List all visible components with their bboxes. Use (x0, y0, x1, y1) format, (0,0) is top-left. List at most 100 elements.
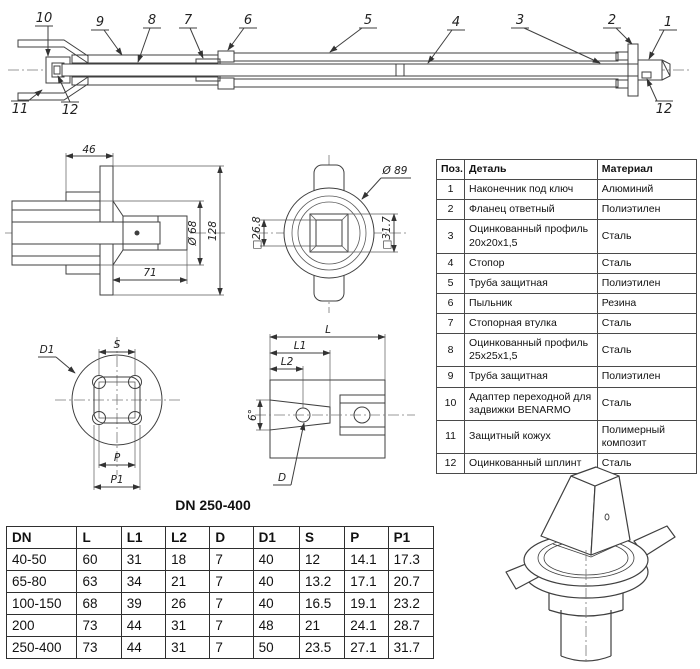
cap-dimensions: Ø 89 □26.8 □31.7 (251, 165, 411, 253)
part-material: Алюминий (596, 179, 698, 201)
dims-cell: 24.1 (344, 614, 389, 637)
part-material: Полиэтилен (596, 366, 698, 388)
dims-cell: 21 (298, 614, 346, 637)
callout-1: 1 (664, 15, 672, 30)
telescopic-rod-drawing (61, 50, 641, 90)
part-detail: Пыльник (464, 292, 598, 315)
section-dimensions: L L1 L2 6° D (247, 324, 386, 486)
dim-l2: L2 (281, 356, 294, 368)
dims-header-d1: D1 (252, 526, 300, 549)
dims-cell: 26 (165, 592, 211, 615)
adapter-geometry (11, 165, 188, 296)
dims-header-dn: DN (5, 526, 78, 549)
part-pos: 6 (435, 292, 466, 315)
part-material: Сталь (596, 386, 698, 421)
part-pos: 2 (435, 199, 466, 221)
parts-header-material: Материал (596, 158, 698, 181)
dims-cell: 73 (76, 614, 122, 637)
callout-10: 10 (36, 11, 53, 26)
dims-cell: 23.2 (387, 592, 435, 615)
callout-11: 11 (12, 102, 29, 117)
square-drive-geometry (71, 354, 163, 446)
assembly-callouts: 10 9 8 7 6 5 4 3 2 1 11 12 12 (11, 11, 677, 118)
dims-cell: 14.1 (344, 548, 389, 571)
iso-geometry (505, 466, 676, 662)
dims-cell: 31 (165, 636, 211, 659)
part-pos: 4 (435, 252, 466, 274)
dim-sq-26-8: □26.8 (251, 216, 263, 250)
square-drive-view: S D1 P P1 (38, 337, 183, 490)
parts-header-row: Поз. Деталь Материал (435, 158, 698, 181)
dims-cell: 65-80 (5, 570, 78, 593)
callout-4: 4 (452, 15, 460, 30)
dims-cell: 40-50 (5, 548, 78, 571)
dims-cell: 39 (120, 592, 167, 615)
dims-cell: 17.3 (387, 548, 435, 571)
part-pos: 8 (435, 333, 466, 368)
dims-cell: 7 (209, 614, 254, 637)
dims-header-l: L (76, 526, 122, 549)
dim-l1: L1 (294, 340, 307, 352)
part-detail: Адаптер переходной для задвижки BENARMO (464, 386, 598, 421)
dims-cell: 31.7 (387, 636, 435, 659)
dims-header-l1: L1 (120, 526, 167, 549)
part-pos: 10 (435, 386, 466, 421)
cap-front-view: Ø 89 □26.8 □31.7 (251, 155, 411, 313)
part-material: Сталь (596, 333, 698, 368)
dim-d89: Ø 89 (382, 165, 408, 177)
callout-6: 6 (244, 13, 252, 28)
dim-d68: Ø 68 (187, 220, 199, 246)
dims-header-p1: P1 (387, 526, 435, 549)
dims-header-p: P (344, 526, 389, 549)
part-material: Сталь (596, 252, 698, 274)
part-detail: Фланец ответный (464, 199, 598, 221)
dims-cell: 21 (165, 570, 211, 593)
adapter-cross-section: L L1 L2 6° D (247, 324, 415, 486)
dim-s: S (114, 339, 121, 351)
dims-cell: 40 (252, 548, 300, 571)
dims-cell: 7 (209, 548, 254, 571)
callout-8: 8 (148, 13, 156, 28)
dims-cell: 44 (120, 636, 167, 659)
part-detail: Защитный кожух (464, 419, 598, 455)
part-detail: Труба защитная (464, 272, 598, 294)
part-detail: Оцинкованный шплинт (464, 452, 598, 475)
part-pos: 5 (435, 272, 466, 294)
dims-cell: 31 (165, 614, 211, 637)
callout-12-left: 12 (62, 103, 79, 118)
dims-header-d: D (209, 526, 254, 549)
dim-l: L (325, 324, 331, 336)
adapter-dimensions: 46 71 Ø 68 128 (65, 144, 224, 296)
part-detail: Наконечник под ключ (464, 179, 598, 201)
callout-7: 7 (184, 13, 193, 28)
dims-cell: 28.7 (387, 614, 435, 637)
dims-cell: 100-150 (5, 592, 78, 615)
part-detail: Оцинкованный профиль 20x20x1,5 (464, 219, 598, 254)
part-detail: Стопорная втулка (464, 312, 598, 335)
part-pos: 3 (435, 219, 466, 254)
square-drive-dimensions: S D1 P P1 (38, 339, 141, 490)
dims-cell: 16.5 (298, 592, 346, 615)
callout-9: 9 (96, 15, 104, 30)
dims-cell: 7 (209, 570, 254, 593)
parts-header-pos: Поз. (435, 158, 466, 181)
end-flange-drawing (615, 43, 671, 97)
isometric-adapter-render (505, 466, 676, 662)
dim-sq-31-7: □31.7 (381, 216, 393, 250)
dims-cell: 12 (298, 548, 346, 571)
part-detail: Оцинкованный профиль 25x25x1,5 (464, 333, 598, 368)
dims-cell: 7 (209, 636, 254, 659)
dim-46: 46 (82, 144, 96, 156)
dims-cell: 13.2 (298, 570, 346, 593)
